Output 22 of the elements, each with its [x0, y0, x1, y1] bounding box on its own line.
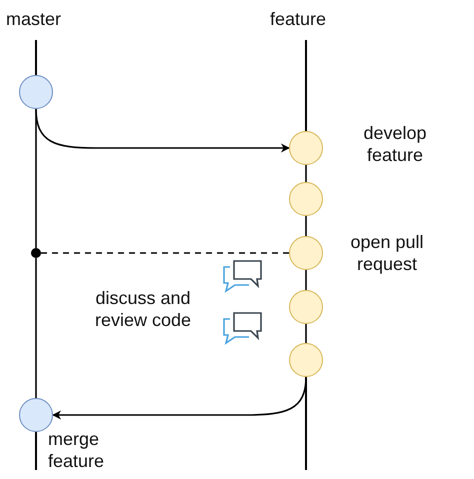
- commit-circle: [289, 131, 323, 165]
- branch-line: [305, 324, 307, 343]
- branch-name: feature: [270, 8, 326, 30]
- branch-line: [305, 216, 307, 236]
- commit-caption: merge feature: [48, 428, 106, 472]
- commit-circle: [19, 75, 53, 109]
- dashed-line: [41, 252, 289, 254]
- commit-circle: [289, 182, 323, 216]
- junction-dot: [31, 248, 41, 258]
- branch-line: [305, 165, 307, 182]
- note-text: discuss and review code: [94, 287, 192, 331]
- commit-caption: develop feature: [362, 122, 428, 166]
- commit-circle: [289, 343, 323, 377]
- branch-name: master: [6, 8, 62, 30]
- arrow: [52, 376, 307, 420]
- commit-circle: [19, 398, 53, 432]
- commit-circle: [289, 236, 323, 270]
- branch-line: [305, 270, 307, 290]
- commit-circle: [289, 290, 323, 324]
- commit-caption: open pull request: [349, 231, 425, 275]
- branch-line: [35, 258, 37, 398]
- branch-line: [35, 109, 37, 248]
